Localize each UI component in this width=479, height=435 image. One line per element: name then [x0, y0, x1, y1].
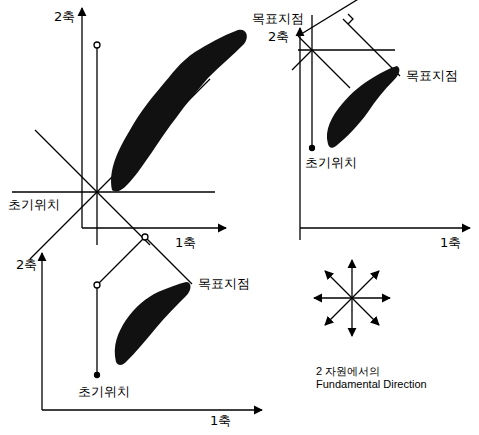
direction-arrow: [351, 298, 352, 336]
axis-1: [82, 227, 226, 228]
target-label: 목표지점: [252, 12, 304, 27]
axis-label: 1축: [210, 414, 231, 429]
path-line: [97, 237, 192, 375]
target-label: 목표지점: [406, 69, 458, 84]
target-label: 목표지점: [198, 277, 250, 292]
direction-arrow: [352, 297, 390, 298]
obstacle-region: [327, 66, 399, 148]
direction-line: [312, 50, 350, 88]
direction-line: [12, 191, 215, 192]
projection-line: [343, 19, 400, 76]
axis-label: 1축: [440, 236, 461, 251]
direction-arrow: [352, 271, 379, 298]
start-point: [95, 373, 100, 378]
obstacle-region: [115, 282, 191, 365]
point-marker: [94, 42, 100, 48]
direction-line: [311, 15, 312, 148]
direction-line: [298, 36, 312, 50]
start-point: [310, 146, 315, 151]
axis-2: [299, 28, 300, 240]
direction-arrow: [325, 298, 352, 325]
point-marker: [94, 282, 100, 288]
direction-line: [298, 0, 360, 36]
point-marker: [142, 234, 148, 240]
axis-2: [81, 8, 82, 228]
axis-label: 1축: [175, 236, 196, 251]
start-label: 초기위치: [305, 156, 357, 171]
direction-line: [96, 48, 97, 245]
axis-2: [41, 253, 42, 410]
direction-arrow: [352, 298, 379, 325]
axis-label: 2축: [16, 258, 37, 273]
axis-1: [42, 409, 262, 410]
direction-arrow: [314, 297, 352, 298]
axis-label: 2축: [54, 10, 75, 25]
direction-arrow: [351, 260, 352, 298]
obstacle-region: [111, 30, 247, 192]
figure-caption: 2 자원에서의 Fundamental Direction: [316, 365, 440, 390]
direction-arrow: [325, 271, 352, 298]
start-label: 초기위치: [78, 385, 130, 400]
start-label: 초기위치: [8, 198, 60, 213]
axis-1: [300, 227, 470, 228]
direction-line: [292, 50, 312, 70]
axis-label: 2축: [268, 30, 289, 45]
right-angle-mark: [348, 14, 353, 24]
